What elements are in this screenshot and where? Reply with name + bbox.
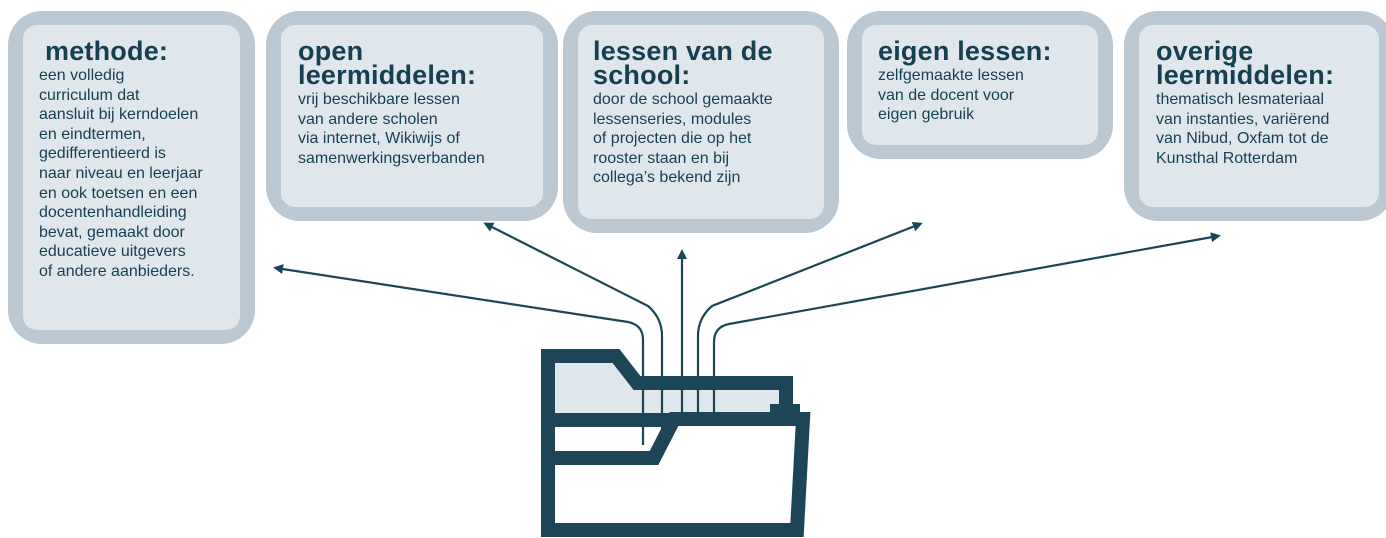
connector-methode: [273, 264, 645, 445]
card-open-leermiddelen-description: vrij beschikbare lessen van andere schol…: [298, 91, 485, 167]
card-eigen-lessen-inner: eigen lessen: zelfgemaakte lessen van de…: [862, 25, 1098, 145]
card-lessen-van-de-school-description: door de school gemaakte lessenseries, mo…: [593, 91, 773, 187]
card-methode-inner: methode: een volledig curriculum dat aan…: [23, 25, 240, 330]
card-eigen-lessen-title: eigen lessen:: [878, 36, 1052, 66]
card-lessen-van-de-school-title: lessen van de school:: [593, 36, 773, 90]
card-methode-description: een volledig curriculum dat aansluit bij…: [39, 67, 203, 280]
folder-front-panel: [541, 412, 811, 537]
card-overige-leermiddelen-inner: overige leermiddelen: thematisch lesmate…: [1139, 25, 1379, 207]
card-methode: methode: een volledig curriculum dat aan…: [8, 11, 255, 344]
card-methode-title: methode:: [45, 36, 169, 66]
card-open-leermiddelen: open leermiddelen: vrij beschikbare less…: [266, 11, 558, 221]
folder-back-panel: [541, 349, 793, 427]
connector-overige-leermiddelen: [712, 232, 1221, 445]
folder-icon: [273, 221, 1221, 537]
card-lessen-van-de-school: lessen van de school: door de school gem…: [563, 11, 839, 233]
connector-open-leermiddelen: [483, 222, 664, 445]
connector-eigen-lessen: [696, 221, 923, 445]
folder-frame: [541, 356, 797, 537]
card-overige-leermiddelen: overige leermiddelen: thematisch lesmate…: [1124, 11, 1386, 221]
card-eigen-lessen: eigen lessen: zelfgemaakte lessen van de…: [847, 11, 1113, 159]
card-open-leermiddelen-title: open leermiddelen:: [298, 36, 477, 90]
card-lessen-van-de-school-inner: lessen van de school: door de school gem…: [578, 25, 824, 219]
card-open-leermiddelen-inner: open leermiddelen: vrij beschikbare less…: [281, 25, 543, 207]
card-eigen-lessen-description: zelfgemaakte lessen van de docent voor e…: [878, 67, 1024, 124]
card-overige-leermiddelen-title: overige leermiddelen:: [1156, 36, 1335, 90]
card-overige-leermiddelen-description: thematisch lesmateriaal van instanties, …: [1156, 91, 1330, 167]
